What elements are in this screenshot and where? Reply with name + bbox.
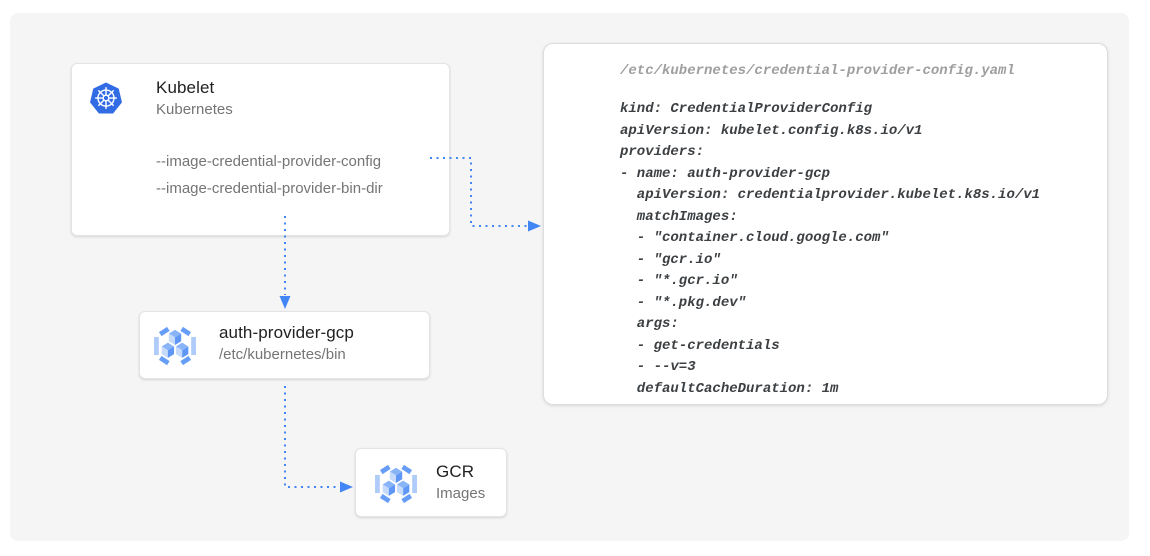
container-registry-cubes-icon [374, 464, 418, 509]
kubelet-title: Kubelet [156, 78, 215, 97]
yaml-line: apiVersion: credentialprovider.kubelet.k… [620, 187, 1041, 203]
yaml-line: args: [620, 316, 679, 332]
yaml-code: kind: CredentialProviderConfig apiVersio… [620, 99, 1087, 400]
kubelet-flags: --image-credential-provider-config --ima… [156, 148, 383, 202]
code-filename: /etc/kubernetes/credential-provider-conf… [620, 63, 1015, 79]
yaml-line: providers: [620, 144, 705, 160]
yaml-line: - --v=3 [620, 359, 696, 375]
yaml-line: - "gcr.io" [620, 251, 721, 268]
node-gcr: GCR Images [355, 448, 507, 517]
auth-provider-subtitle: /etc/kubernetes/bin [219, 346, 346, 363]
kubelet-flag-image-credential-provider-bin-dir: --image-credential-provider-bin-dir [156, 180, 383, 197]
kubelet-subtitle: Kubernetes [156, 101, 233, 118]
yaml-line: apiVersion: kubelet.config.k8s.io/v1 [620, 122, 923, 139]
auth-provider-title: auth-provider-gcp [219, 323, 354, 342]
container-registry-cubes-icon [153, 326, 197, 371]
node-auth-provider-gcp: auth-provider-gcp /etc/kubernetes/bin [139, 311, 430, 379]
node-kubelet: Kubelet Kubernetes --image-credential-pr… [71, 63, 450, 236]
kubelet-flag-image-credential-provider-config: --image-credential-provider-config [156, 153, 382, 170]
kubernetes-helm-icon [89, 82, 123, 121]
yaml-line: kind: CredentialProviderConfig [620, 101, 873, 117]
yaml-line: - "*.pkg.dev" [620, 294, 747, 311]
code-panel: /etc/kubernetes/credential-provider-conf… [543, 43, 1108, 405]
yaml-line: - name: auth-provider-gcp [620, 165, 831, 182]
gcr-title: GCR [436, 462, 475, 481]
yaml-line: - get-credentials [620, 337, 780, 354]
gcr-subtitle: Images [436, 485, 486, 502]
yaml-line: - "container.cloud.google.com" [620, 230, 889, 246]
yaml-line: matchImages: [620, 208, 738, 225]
yaml-line: defaultCacheDuration: 1m [620, 380, 839, 397]
yaml-line: - "*.gcr.io" [620, 273, 738, 289]
